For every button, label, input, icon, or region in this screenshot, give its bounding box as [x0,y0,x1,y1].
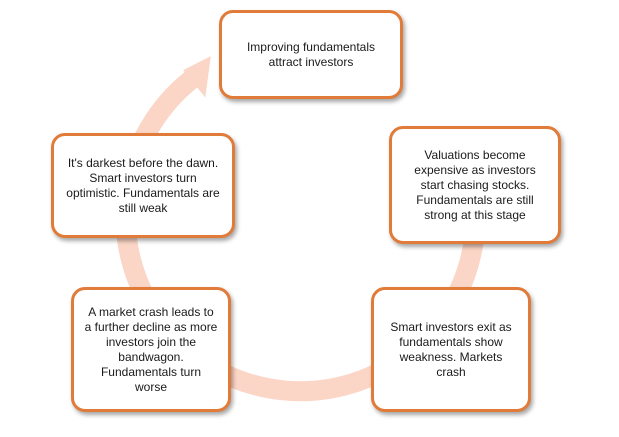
cycle-step-4: A market crash leads to a further declin… [71,287,231,412]
cycle-step-3: Smart investors exit as fundamentals sho… [371,287,531,412]
cycle-step-1-text: Improving fundamentals attract investors [246,39,376,69]
cycle-step-2-text: Valuations become expensive as investors… [414,147,536,222]
cycle-step-5: It's darkest before the dawn. Smart inve… [51,133,235,238]
cycle-step-2: Valuations become expensive as investors… [389,126,561,244]
cycle-step-3-text: Smart investors exit as fundamentals sho… [390,319,512,379]
cycle-step-4-text: A market crash leads to a further declin… [84,304,218,394]
cycle-arrowhead [183,56,211,98]
cycle-step-5-text: It's darkest before the dawn. Smart inve… [66,155,220,215]
cycle-step-1: Improving fundamentals attract investors [219,10,403,99]
